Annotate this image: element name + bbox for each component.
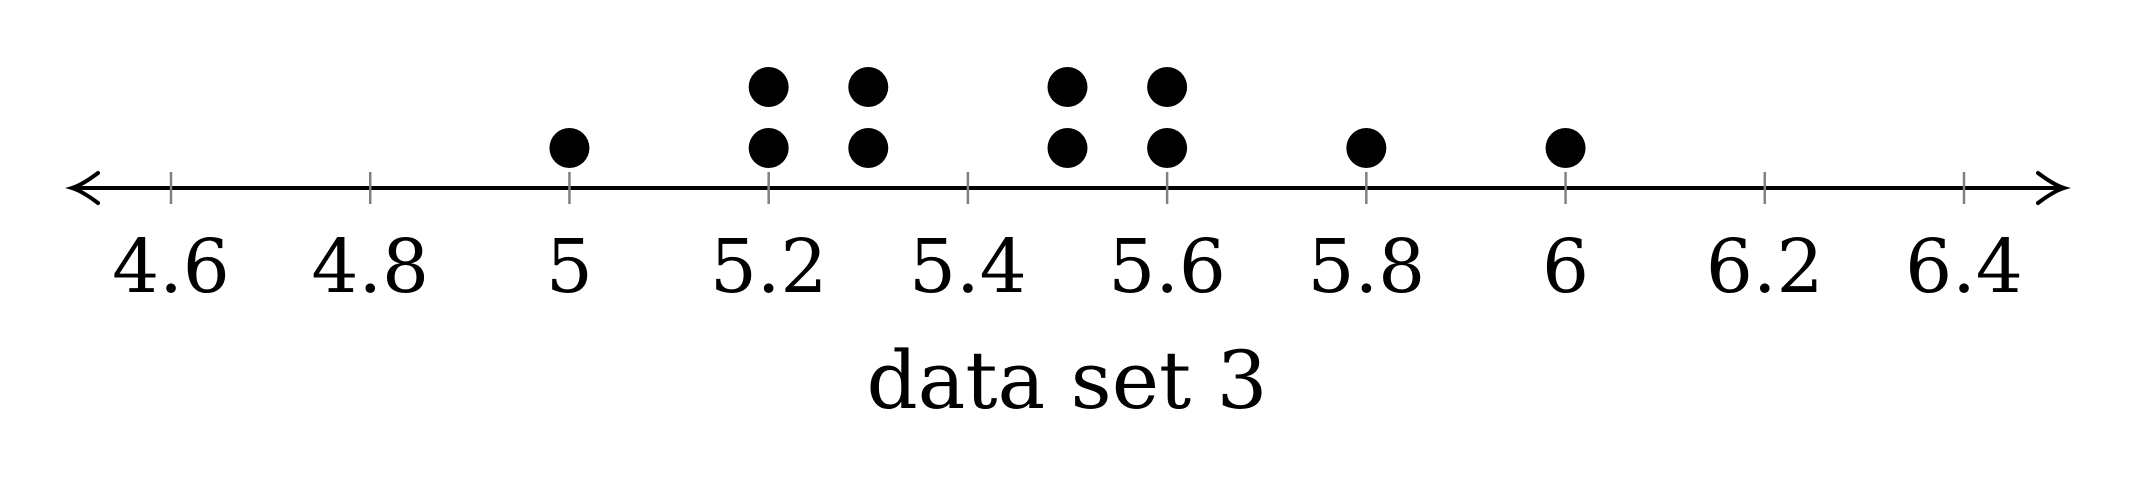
data-dot [1047,128,1088,168]
tick-label: 4.8 [311,224,429,310]
data-dots [549,67,1586,168]
tick-label: 5.8 [1307,224,1425,310]
tick-labels: 4.6 4.8 5 5.2 5.4 5.6 5.8 6 6.2 6.4 [112,224,2023,310]
tick-label: 5 [546,224,593,310]
right-arrowhead [2036,171,2071,205]
tick-label: 4.6 [112,224,230,310]
data-dot [1545,128,1586,168]
data-dot [1147,67,1188,107]
tick-label: 5.4 [909,224,1027,310]
tick-label: 6.2 [1706,224,1824,310]
tick-label: 5.2 [710,224,828,310]
data-dot [848,67,889,107]
tick-marks [169,172,1966,204]
left-arrowhead [65,171,100,205]
tick-label: 6.4 [1905,224,2023,310]
data-dot [1147,128,1188,168]
data-dot [1047,67,1088,107]
number-line-axis [65,171,2071,205]
x-axis-label: data set 3 [866,334,1267,427]
tick-label: 6 [1542,224,1589,310]
data-dot [848,128,889,168]
tick-label: 5.6 [1108,224,1226,310]
data-dot [748,67,789,107]
data-dot [549,128,590,168]
data-dot [748,128,789,168]
data-dot [1346,128,1387,168]
